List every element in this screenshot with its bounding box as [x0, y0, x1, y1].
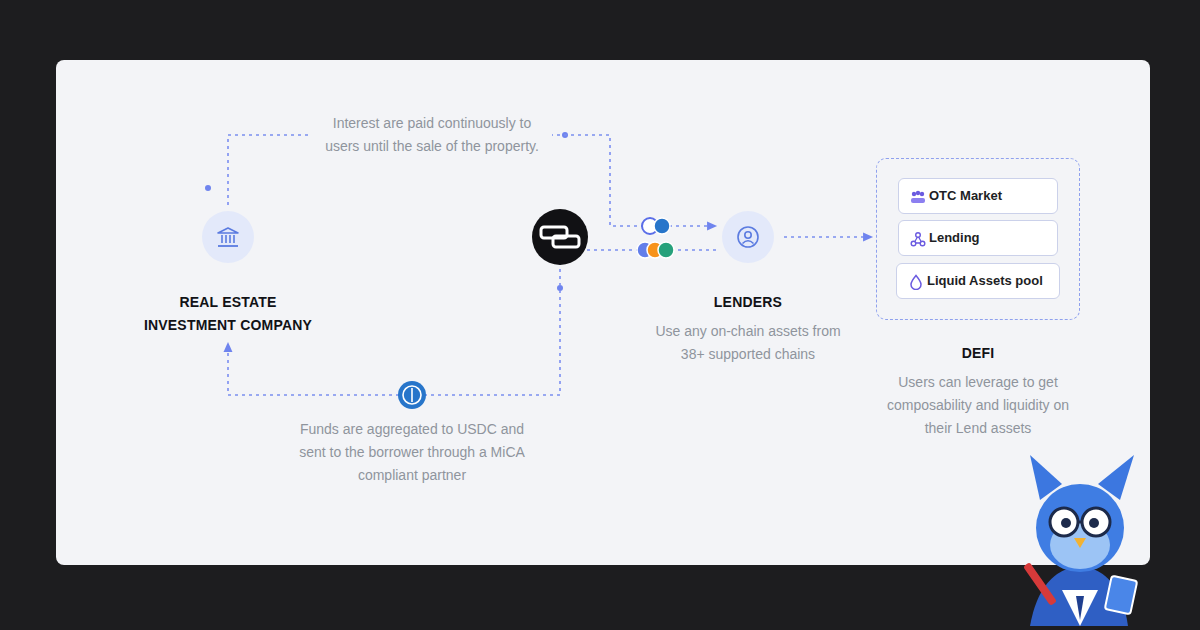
- mascot: [1082, 508, 1110, 536]
- platform-logo: [532, 209, 588, 265]
- usdc-icon: [398, 381, 426, 409]
- otc-icon: [910, 189, 926, 205]
- platform-logo: [553, 236, 579, 247]
- node-description: Users can leverage to get composability …: [876, 371, 1080, 440]
- bank-icon: [225, 235, 227, 243]
- button-label: Liquid Assets pool: [927, 273, 1043, 289]
- edge-label: Interest are paid continuously to users …: [312, 112, 552, 158]
- bank-icon: [229, 235, 231, 243]
- otc-icon: [912, 192, 916, 196]
- bank-icon: [221, 235, 223, 243]
- coin-group: [658, 242, 674, 258]
- mascot: [1023, 562, 1057, 606]
- usdc-icon: [411, 388, 413, 402]
- defi-group: DEFI Users can leverage to get composabil…: [876, 158, 1080, 440]
- coin-group: [654, 218, 670, 234]
- otc-icon: [920, 192, 924, 196]
- bank-icon: [233, 235, 235, 243]
- mascot: [1050, 508, 1078, 536]
- edge-label: Funds are aggregated to USDC and sent to…: [287, 418, 537, 487]
- button-label: OTC Market: [929, 188, 1002, 204]
- flow-connector: [784, 236, 872, 238]
- option-button: Lending: [898, 220, 1058, 256]
- mascot: [1023, 455, 1137, 626]
- mascot: [1074, 538, 1086, 548]
- bank-icon: [216, 225, 240, 249]
- mascot: [1062, 590, 1098, 626]
- lend-icon: [910, 231, 926, 247]
- user-icon: [745, 232, 751, 238]
- otc-icon: [911, 198, 925, 203]
- icon-circle: [722, 211, 774, 263]
- node-heading: LENDERS: [648, 291, 848, 314]
- bank-icon: [218, 228, 238, 233]
- user-icon: [743, 241, 754, 244]
- button-label: Lending: [929, 230, 980, 246]
- user-icon: [736, 225, 760, 249]
- node-description: Use any on-chain assets from 38+ support…: [648, 320, 848, 366]
- platform-logo: [532, 209, 588, 265]
- drop-icon: [908, 274, 924, 290]
- icon-circle: [202, 211, 254, 263]
- option-button: Liquid Assets pool: [896, 263, 1060, 299]
- mascot: [1076, 596, 1084, 620]
- node-heading: REAL ESTATE INVESTMENT COMPANY: [138, 291, 318, 337]
- mascot: [1036, 484, 1124, 572]
- node-heading: DEFI: [876, 342, 1080, 365]
- bank-icon: [218, 245, 238, 247]
- option-button: OTC Market: [898, 178, 1058, 214]
- coin-group: [637, 218, 674, 258]
- otc-icon: [916, 191, 920, 195]
- mascot: [1078, 521, 1082, 524]
- mascot: [1061, 518, 1071, 528]
- user-icon: [738, 227, 758, 247]
- usdc-icon: [398, 381, 426, 409]
- mascot: [1089, 518, 1099, 528]
- lend-icon: [911, 241, 916, 246]
- lenders-node: LENDERS Use any on-chain assets from 38+ …: [648, 211, 848, 366]
- lend-icon: [920, 241, 925, 246]
- mascot: [1105, 576, 1138, 615]
- lend-icon: [916, 233, 921, 238]
- panel: [56, 60, 1150, 565]
- usdc-icon: [403, 386, 421, 404]
- company-node: REAL ESTATE INVESTMENT COMPANY: [138, 211, 318, 337]
- drop-icon: [911, 276, 921, 290]
- flow-dots: [205, 185, 211, 191]
